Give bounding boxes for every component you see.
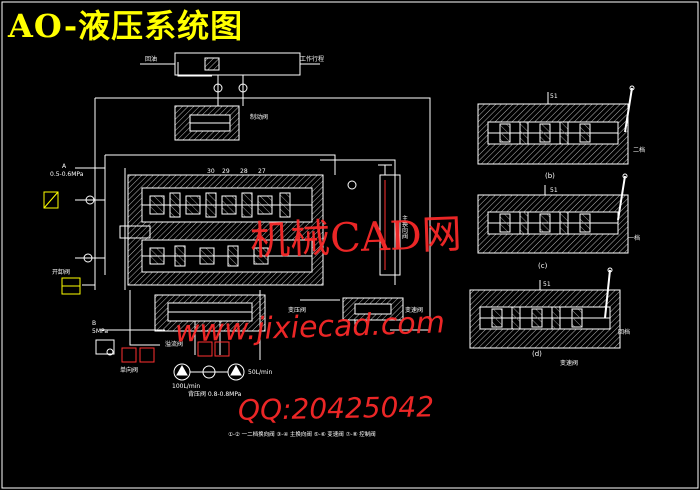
flow-right-label: 50L/min [248,369,273,376]
mid-lower-valve-label: 变速阀 [405,306,423,314]
pressure-a-value: 0.5-0.6MPa [50,171,84,178]
page-title: AO-液压系统图 [8,7,244,45]
legend-row: ①-② 一二档换向阀 ③-④ 主换向阀 ⑤-⑥ 变速阀 ⑦-⑧ 控制阀 [228,430,376,438]
sub-c-code: 51 [550,187,558,194]
relief-valve-label: 溢流阀 [165,340,183,348]
sub-b-caption: (b) [545,172,555,180]
subfigure-d [469,267,621,349]
block-numbers: 30 29 28 27 [207,168,266,175]
sub-d-side: 回档 [618,328,630,336]
watermark-site-name: 机械CAD网 [249,211,463,265]
lower-valve-block [154,294,266,332]
sub-d-bottom-caption: 变速阀 [560,359,578,367]
brake-valve [174,75,248,141]
pressure-b-group [95,339,155,363]
top-cylinder [140,52,320,77]
pressure-valve-a [43,191,95,209]
safety-valve [61,253,93,295]
safety-valve-label: 开卸阀 [52,268,70,276]
arrow-label-return: 回油 [145,55,157,63]
subfigure-c [477,173,629,254]
pipe-network [75,97,431,360]
arrow-label-work: 工作行程 [300,55,324,63]
sub-c-side: 一档 [628,234,640,242]
brake-valve-label: 制动阀 [250,113,268,121]
check-valve-label: 单向阀 [120,366,138,374]
sub-b-side: 二档 [633,146,645,154]
mid-right-valve-label: 变压阀 [288,306,306,314]
sub-d-caption: (d) [532,350,542,358]
svg-text:29: 29 [222,168,230,175]
right-mid-valve [342,164,404,321]
svg-text:27: 27 [258,168,266,175]
bottom-pressure-label: 背压阀 0.8-0.8MPa [188,390,242,398]
sub-d-code: 51 [543,281,551,288]
sub-c-caption: (c) [538,262,548,270]
flow-left-label: 100L/min [172,383,200,390]
pressure-b-value: 5MPa [92,328,108,335]
watermark-qq: QQ:20425042 [237,390,435,427]
pressure-a-label: A [62,163,67,170]
main-valve-block [119,174,324,286]
subfigure-b [477,85,635,165]
pump-group [173,341,245,381]
sub-b-code: 51 [550,93,558,100]
side-valve-label: 主换向阀 [401,214,408,240]
pressure-b-label: B [92,320,96,327]
svg-text:28: 28 [240,168,248,175]
svg-text:30: 30 [207,168,215,175]
